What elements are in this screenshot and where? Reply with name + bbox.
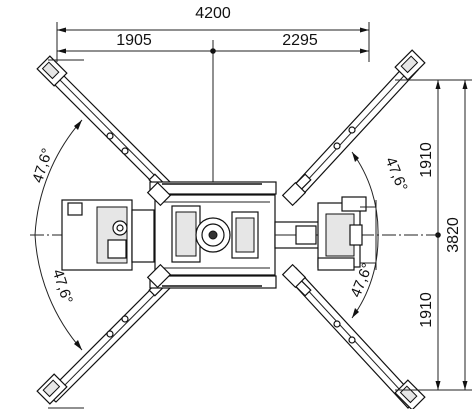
outrigger-arm-upper-left	[36, 55, 181, 201]
lower-height-label: 1910	[418, 292, 435, 328]
outrigger-arm-upper-right	[285, 49, 430, 203]
upper-height-label: 1910	[418, 142, 435, 178]
angle-label-upper-right: 47,6°	[382, 155, 411, 194]
angle-arcs	[34, 119, 379, 351]
machine-body	[61, 181, 377, 289]
angle-label-lower-left: 47,6°	[49, 267, 76, 306]
right-width-label: 2295	[282, 32, 318, 49]
overall-height-label: 3820	[445, 217, 462, 253]
left-width-label: 1905	[116, 32, 152, 49]
overall-width-label: 4200	[195, 5, 231, 22]
dimension-lines	[30, 22, 472, 391]
outrigger-arms	[36, 49, 430, 409]
